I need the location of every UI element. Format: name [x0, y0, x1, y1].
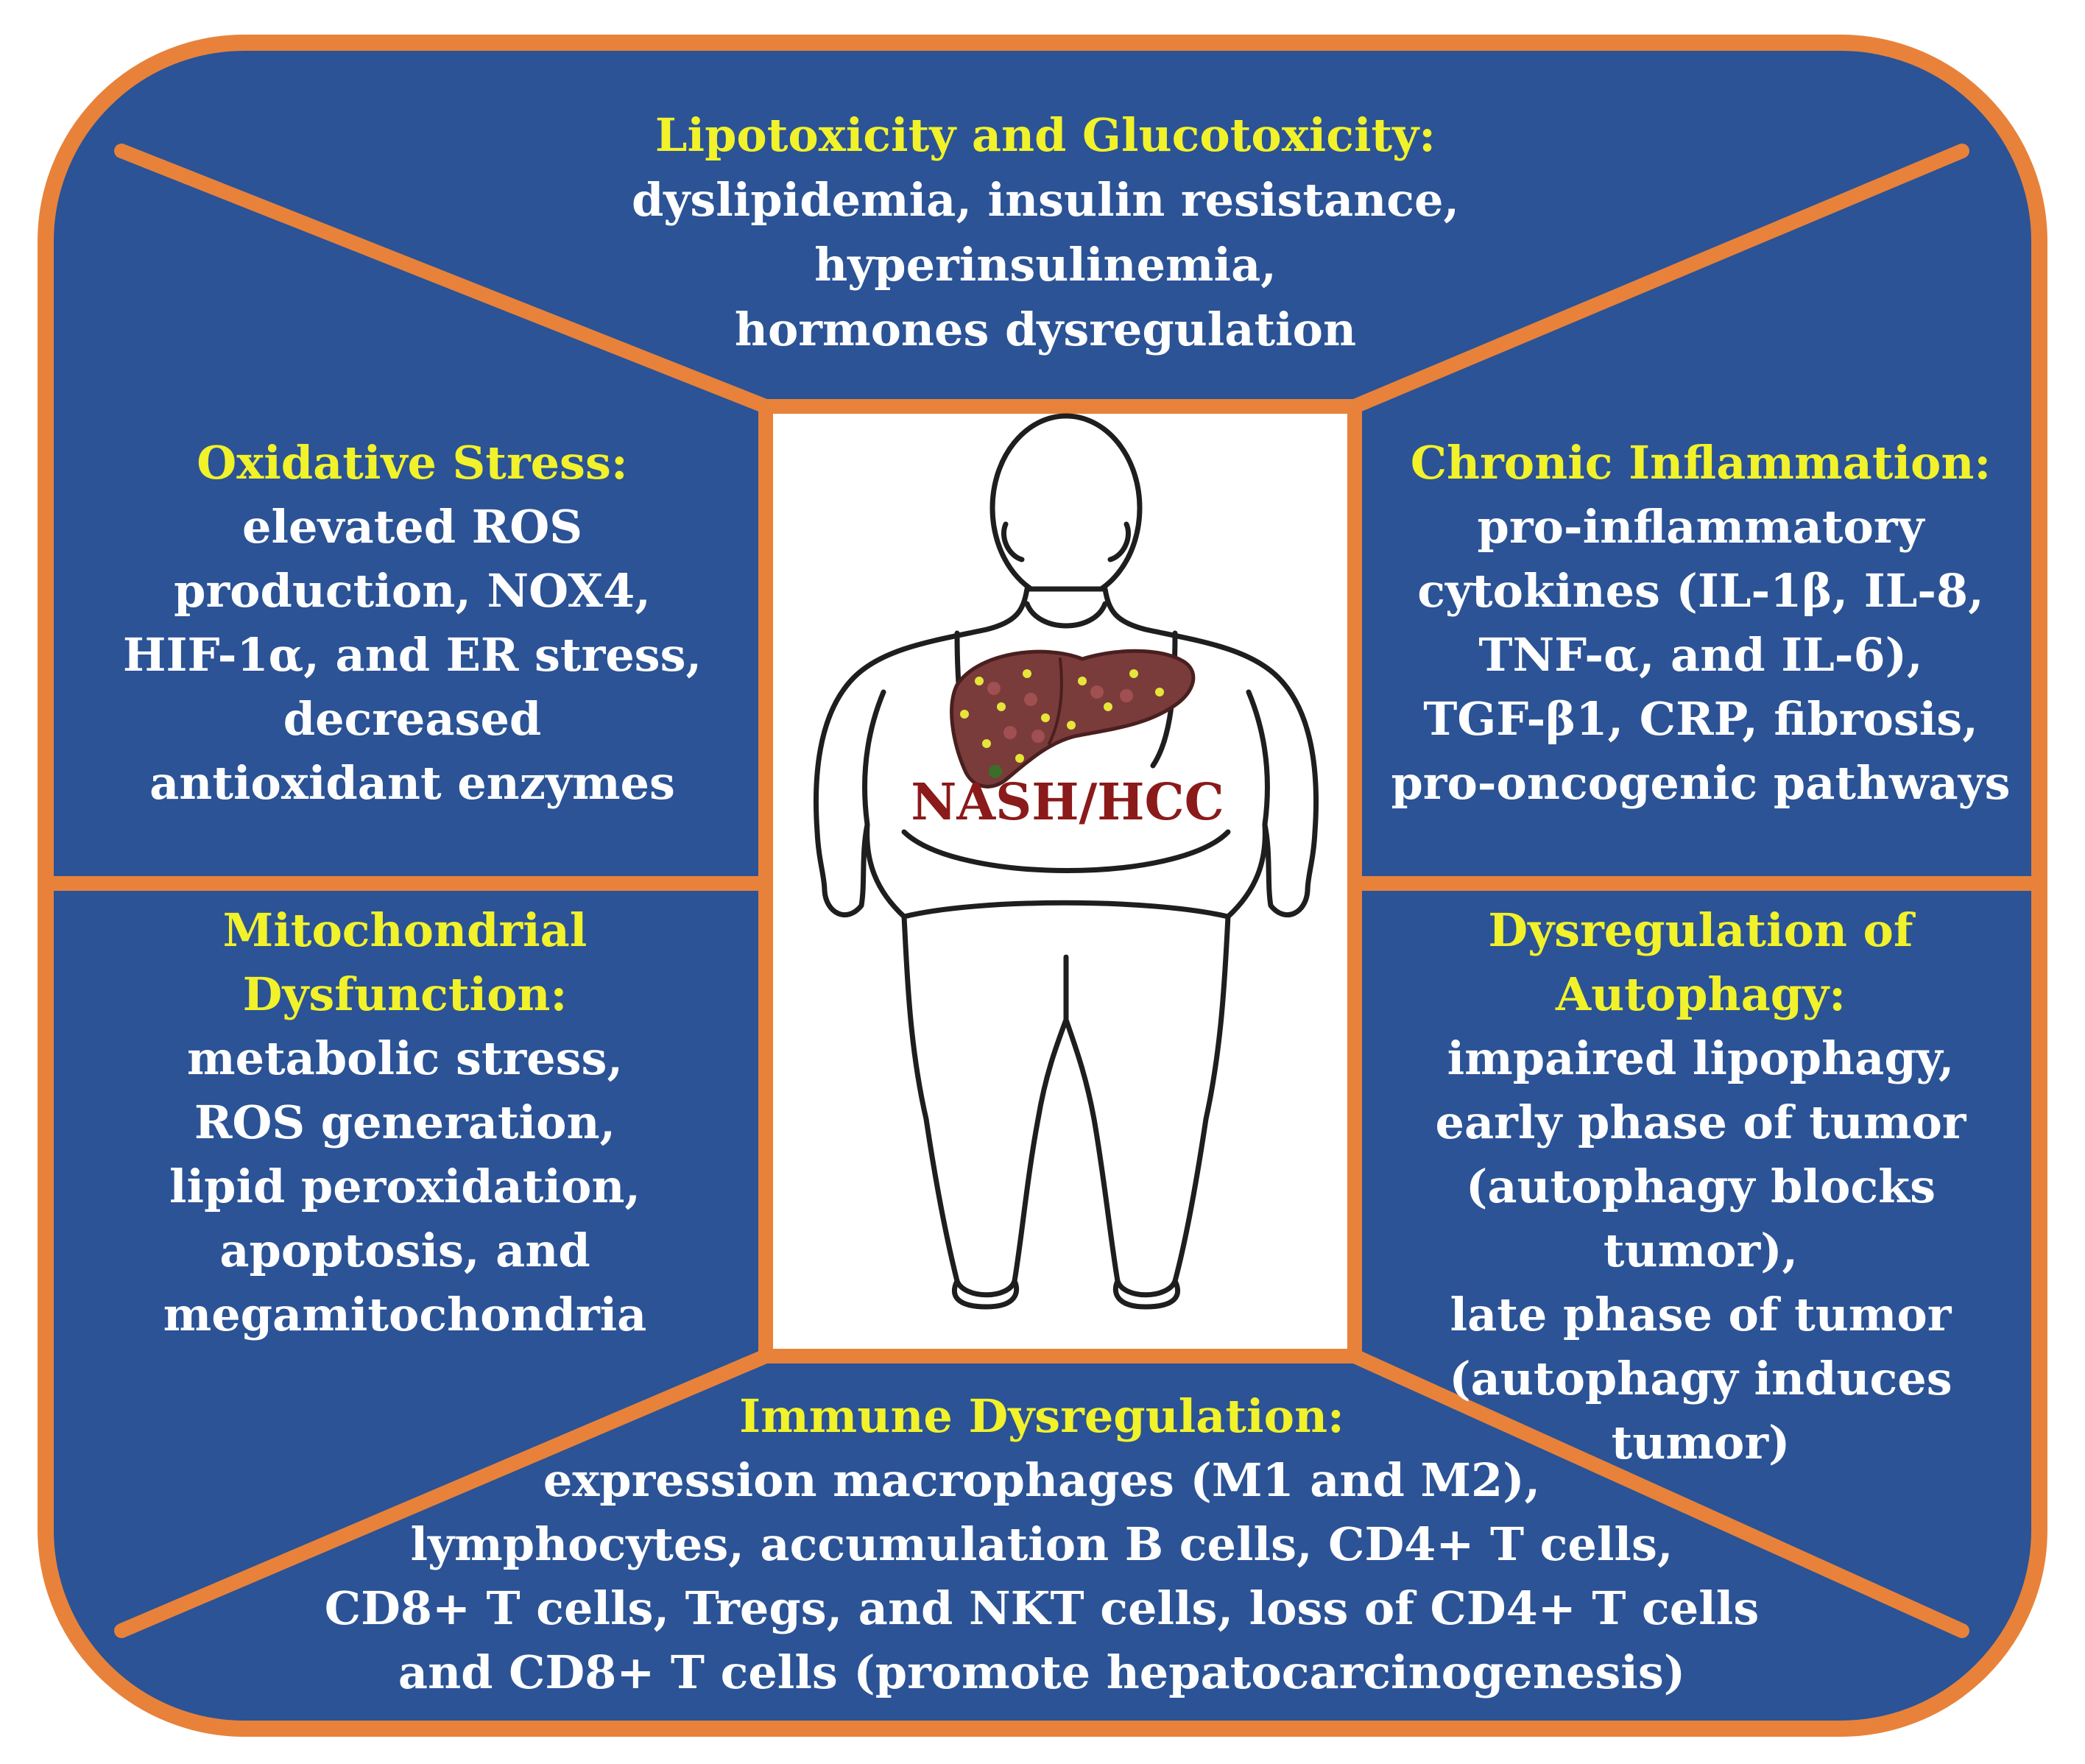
chronic-inflammation-section: Chronic Inflammation: pro-inflammatory c…: [1362, 431, 2039, 815]
chronic-inflammation-line: TNF-α, and IL-6),: [1478, 628, 1923, 682]
oxidative-stress-line: antioxidant enzymes: [149, 756, 675, 810]
section-dividers: [44, 144, 2041, 1638]
autophagy-heading: Dysregulation of: [1488, 903, 1913, 957]
autophagy-heading: Autophagy:: [1555, 967, 1846, 1021]
chronic-inflammation-line: cytokines (IL-1β, IL-8,: [1417, 564, 1984, 618]
obese-person-with-liver-icon: [813, 413, 1319, 1310]
lipotoxicity-line: hormones dysregulation: [734, 303, 1357, 356]
immune-line: expression macrophages (M1 and M2),: [543, 1453, 1541, 1507]
chronic-inflammation-heading: Chronic Inflammation:: [1410, 436, 1991, 490]
immune-dysregulation-section: Immune Dysregulation: expression macroph…: [221, 1384, 1863, 1704]
oxidative-stress-line: production, NOX4,: [174, 564, 651, 618]
autophagy-line: (autophagy induces tumor): [1449, 1352, 1952, 1470]
immune-heading: Immune Dysregulation:: [739, 1389, 1344, 1443]
lipotoxicity-heading: Lipotoxicity and Glucotoxicity:: [655, 108, 1436, 162]
chronic-inflammation-line: pro-oncogenic pathways: [1391, 756, 2011, 810]
mitochondrial-line: apoptosis, and: [219, 1224, 590, 1277]
oxidative-stress-section: Oxidative Stress: elevated ROS productio…: [88, 431, 736, 815]
autophagy-line: (autophagy blocks tumor),: [1465, 1160, 1936, 1277]
lipotoxicity-section: Lipotoxicity and Glucotoxicity: dyslipid…: [456, 103, 1634, 362]
mitochondrial-line: ROS generation,: [194, 1096, 616, 1149]
oxidative-stress-line: decreased: [283, 692, 542, 746]
oxidative-stress-line: elevated ROS: [242, 500, 582, 554]
mitochondrial-dysfunction-section: Mitochondrial Dysfunction: metabolic str…: [88, 898, 722, 1347]
chronic-inflammation-line: pro-inflammatory: [1477, 500, 1925, 554]
lipotoxicity-line: hyperinsulinemia,: [814, 238, 1277, 292]
autophagy-line: late phase of tumor: [1450, 1288, 1952, 1341]
autophagy-section: Dysregulation of Autophagy: impaired lip…: [1362, 898, 2039, 1475]
mitochondrial-line: megamitochondria: [163, 1288, 647, 1341]
immune-line: CD8+ T cells, Tregs, and NKT cells, loss…: [324, 1581, 1760, 1635]
center-label: NASH/HCC: [911, 773, 1224, 832]
mitochondrial-heading: Mitochondrial: [222, 903, 588, 957]
mitochondrial-heading: Dysfunction:: [242, 967, 568, 1021]
mitochondrial-line: lipid peroxidation,: [169, 1160, 641, 1213]
chronic-inflammation-line: TGF-β1, CRP, fibrosis,: [1423, 692, 1978, 746]
oxidative-stress-heading: Oxidative Stress:: [197, 436, 628, 490]
immune-line: and CD8+ T cells (promote hepatocarcinog…: [398, 1645, 1686, 1699]
oxidative-stress-line: HIF-1α, and ER stress,: [122, 628, 702, 682]
mitochondrial-line: metabolic stress,: [186, 1031, 624, 1085]
immune-line: lymphocytes, accumulation B cells, CD4+ …: [410, 1517, 1673, 1571]
lipotoxicity-line: dyslipidemia, insulin resistance,: [631, 173, 1460, 227]
autophagy-line: impaired lipophagy,: [1447, 1031, 1955, 1085]
autophagy-line: early phase of tumor: [1435, 1096, 1966, 1149]
